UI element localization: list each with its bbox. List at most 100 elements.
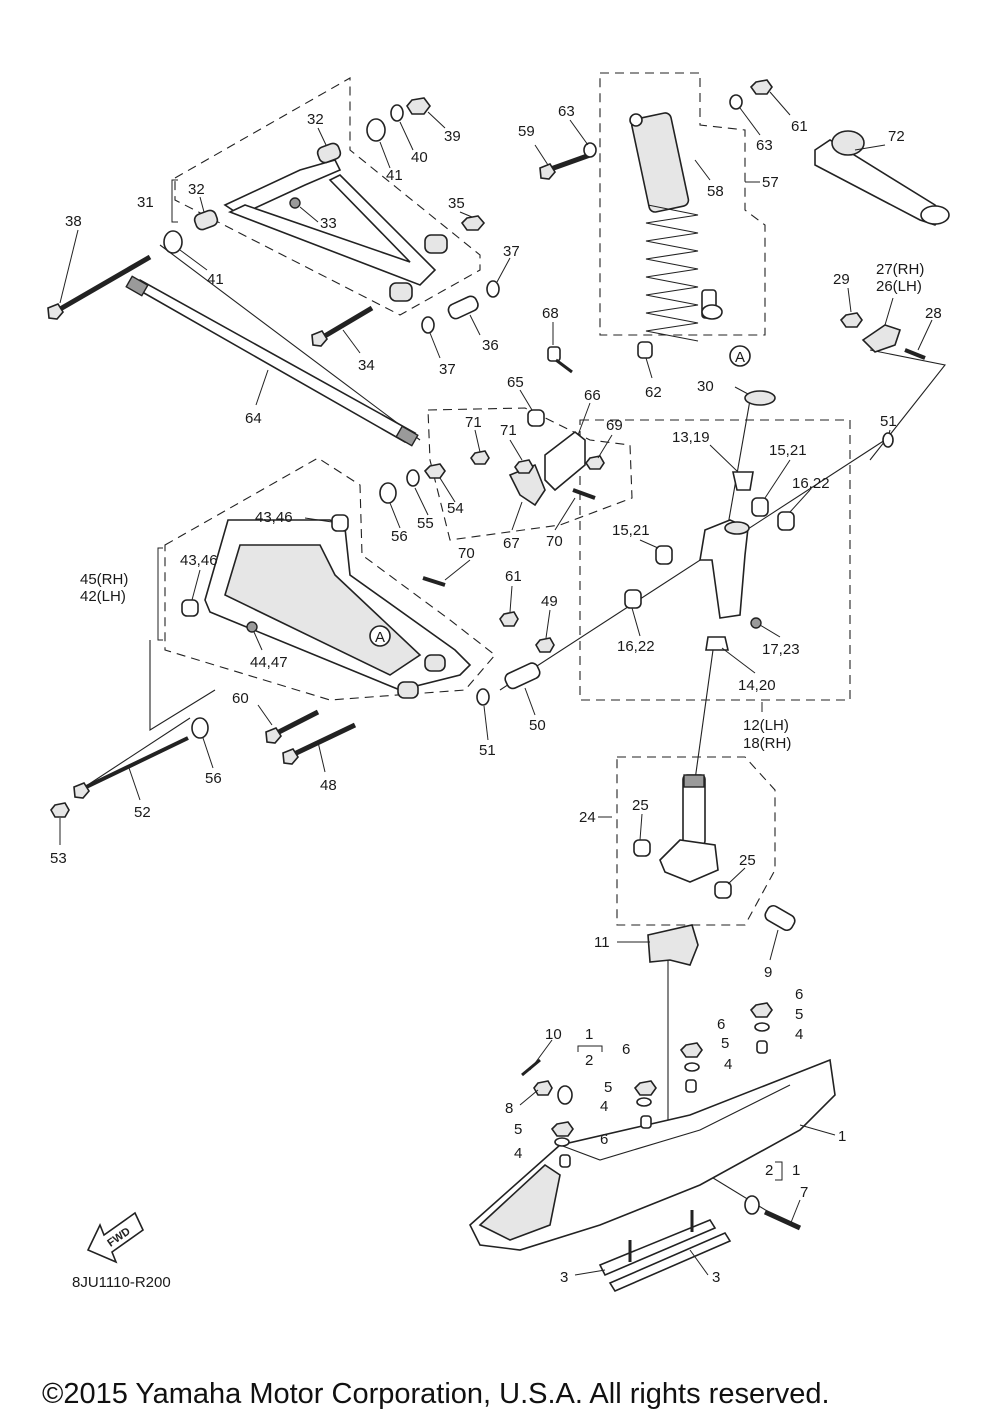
callout-3a: 3 bbox=[560, 1269, 568, 1286]
washer-55 bbox=[406, 469, 420, 487]
lead-65 bbox=[519, 389, 533, 411]
nut-49 bbox=[535, 637, 555, 653]
spindle-group-outline bbox=[579, 419, 851, 701]
callout-6c: 6 bbox=[622, 1041, 630, 1058]
lead-35 bbox=[459, 211, 473, 218]
ski-tip bbox=[478, 1163, 561, 1241]
ref-a-lower-label: A bbox=[375, 629, 385, 646]
bracket-1-2-right bbox=[775, 1161, 783, 1181]
bolt-60 bbox=[271, 709, 320, 738]
callout-1c: 1 bbox=[838, 1128, 846, 1145]
callout-72: 72 bbox=[888, 128, 905, 145]
callout-13-19: 13,19 bbox=[672, 429, 710, 446]
lead-50 bbox=[524, 687, 536, 716]
upper-fasteners bbox=[47, 97, 500, 347]
callout-51b: 51 bbox=[479, 742, 496, 759]
spacer-4b bbox=[685, 1079, 697, 1093]
callout-48: 48 bbox=[320, 777, 337, 794]
lower-arm-web bbox=[224, 544, 422, 676]
lead-70a bbox=[554, 497, 576, 531]
lead-43-46a bbox=[304, 517, 333, 523]
bushing-14-20 bbox=[705, 636, 730, 651]
washer-63a bbox=[583, 142, 597, 158]
lower-arm-ball-joint bbox=[424, 654, 446, 672]
grease-nipple-44-47 bbox=[246, 621, 258, 633]
lead-13-19 bbox=[709, 444, 739, 473]
lead-71a bbox=[474, 429, 481, 453]
lead-25a bbox=[639, 813, 643, 841]
bolt-68-shank bbox=[555, 358, 573, 374]
callout-41a: 41 bbox=[386, 167, 403, 184]
callout-45-42a: 45(RH) bbox=[80, 571, 128, 588]
link-plate-66 bbox=[544, 430, 586, 492]
washer-56a bbox=[379, 482, 397, 504]
bolt-34-head bbox=[311, 330, 328, 347]
callout-56b: 56 bbox=[205, 770, 222, 787]
callout-2b: 2 bbox=[765, 1162, 773, 1179]
bolt-68 bbox=[547, 346, 561, 362]
fwd-arrow-shape bbox=[86, 1211, 145, 1264]
lead-32b bbox=[199, 196, 205, 213]
lead-33 bbox=[299, 206, 319, 223]
nut-8 bbox=[533, 1080, 553, 1096]
lead-15-21b bbox=[639, 539, 659, 549]
lead-54 bbox=[439, 477, 456, 503]
callout-9: 9 bbox=[764, 964, 772, 981]
shaft-guide-line bbox=[159, 244, 421, 441]
shock-eye bbox=[701, 304, 723, 320]
lead-51b bbox=[483, 705, 489, 741]
callout-37b: 37 bbox=[439, 361, 456, 378]
guide-lines bbox=[79, 244, 946, 1226]
callout-4c: 4 bbox=[600, 1098, 608, 1115]
callout-14-20: 14,20 bbox=[738, 677, 776, 694]
nut-71b bbox=[514, 459, 534, 474]
shock-body bbox=[630, 112, 690, 213]
lead-25b bbox=[727, 867, 746, 885]
lead-17-23 bbox=[759, 624, 781, 638]
bolt-17-23 bbox=[750, 617, 762, 629]
washer-2b bbox=[744, 1195, 760, 1215]
lower-arm-group-outline bbox=[164, 457, 496, 701]
callout-5a: 5 bbox=[795, 1006, 803, 1023]
callout-33: 33 bbox=[320, 215, 337, 232]
spacer-4c bbox=[756, 1040, 768, 1054]
lead-34 bbox=[342, 329, 361, 354]
diagram-code: 8JU1110-R200 bbox=[72, 1274, 171, 1291]
callout-59: 59 bbox=[518, 123, 535, 140]
grease-nipple-33 bbox=[289, 197, 301, 209]
nut-61a bbox=[749, 79, 773, 95]
callout-30: 30 bbox=[697, 378, 714, 395]
lead-67 bbox=[511, 501, 523, 531]
bolt-48 bbox=[288, 722, 357, 759]
lead-62 bbox=[645, 357, 653, 379]
washer-41a bbox=[366, 118, 386, 142]
nut-61b bbox=[499, 611, 519, 627]
shock-spring bbox=[645, 204, 699, 342]
spacer-4d bbox=[559, 1154, 571, 1168]
nut-39 bbox=[406, 97, 431, 115]
bolt-52 bbox=[79, 736, 189, 792]
upper-arm-pivot bbox=[389, 282, 413, 302]
pitman-arm-body bbox=[861, 324, 902, 353]
lead-9 bbox=[769, 929, 779, 961]
callout-63b: 63 bbox=[756, 137, 773, 154]
washer-56b bbox=[191, 717, 209, 739]
link-group-outline bbox=[427, 407, 633, 541]
lead-70b bbox=[444, 559, 471, 581]
cap-30 bbox=[744, 390, 776, 406]
lead-64 bbox=[255, 369, 269, 406]
callout-32a: 32 bbox=[307, 111, 324, 128]
ref-a-lower bbox=[369, 625, 391, 647]
lead-32a bbox=[317, 127, 327, 146]
callout-54: 54 bbox=[447, 500, 464, 517]
washer-51a bbox=[882, 432, 894, 448]
spindle-housing-body bbox=[699, 519, 749, 619]
pitman-arm-27 bbox=[839, 312, 926, 360]
lead-38 bbox=[59, 229, 79, 304]
callout-31: 31 bbox=[137, 194, 154, 211]
lead-29 bbox=[847, 287, 852, 313]
lead-72 bbox=[854, 144, 886, 151]
lead-27 bbox=[884, 297, 894, 326]
lead-63a bbox=[569, 119, 589, 146]
lead-43-46b bbox=[191, 569, 201, 601]
